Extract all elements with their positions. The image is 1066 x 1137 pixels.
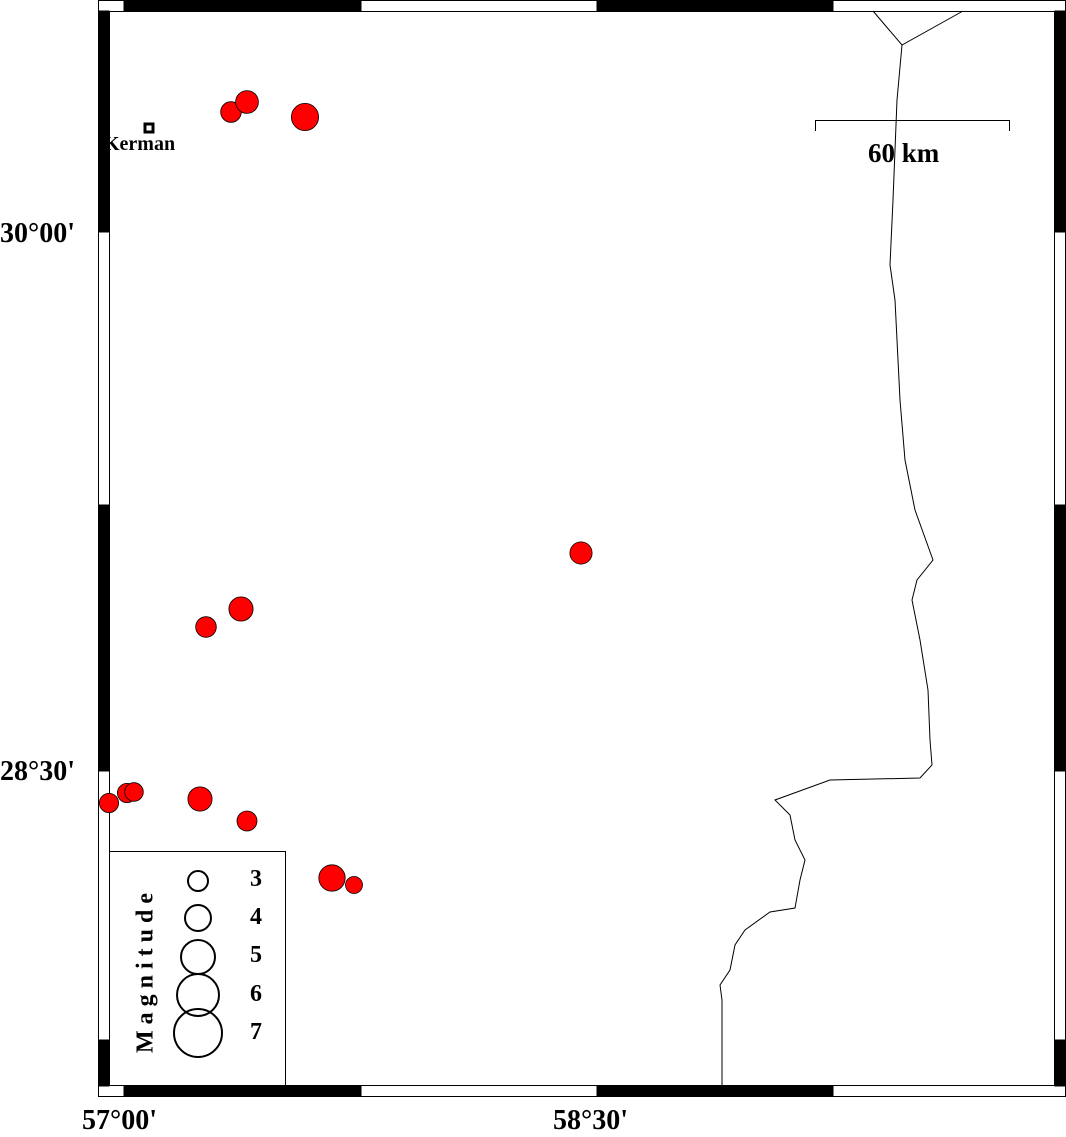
earthquake-event xyxy=(318,864,346,892)
earthquake-event xyxy=(236,810,258,832)
legend-title: Magnitude xyxy=(132,886,159,1054)
legend-label-3: 3 xyxy=(250,866,262,892)
earthquake-event xyxy=(235,90,259,114)
legend-label-7: 7 xyxy=(250,1019,262,1045)
city-label-kerman: Kerman xyxy=(104,133,176,155)
legend-label-6: 6 xyxy=(250,981,262,1007)
x-axis-label-58-30: 58°30' xyxy=(553,1105,628,1136)
x-axis-label-57-00: 57°00' xyxy=(82,1105,157,1136)
earthquake-event xyxy=(195,616,217,638)
earthquake-event xyxy=(228,596,254,622)
earthquake-events xyxy=(99,90,593,894)
legend-label-4: 4 xyxy=(250,904,262,930)
legend-label-5: 5 xyxy=(250,942,262,968)
legend-circle-7 xyxy=(173,1008,223,1058)
legend-box xyxy=(109,851,286,1086)
y-axis-label-30-00: 30°00' xyxy=(0,218,75,249)
legend-circle-4 xyxy=(184,904,212,932)
scale-bar xyxy=(815,120,1010,131)
legend-circle-3 xyxy=(187,870,209,892)
earthquake-event xyxy=(290,103,319,132)
earthquake-event xyxy=(187,786,213,812)
y-axis-label-28-30: 28°30' xyxy=(0,756,75,787)
legend-circle-6 xyxy=(176,973,220,1017)
earthquake-event xyxy=(345,876,363,894)
earthquake-event xyxy=(569,541,593,565)
country-border xyxy=(719,10,964,1086)
earthquake-event xyxy=(99,793,120,814)
scale-bar-label: 60 km xyxy=(868,138,940,168)
earthquake-event xyxy=(124,782,144,802)
kerman-city-marker xyxy=(143,122,155,134)
